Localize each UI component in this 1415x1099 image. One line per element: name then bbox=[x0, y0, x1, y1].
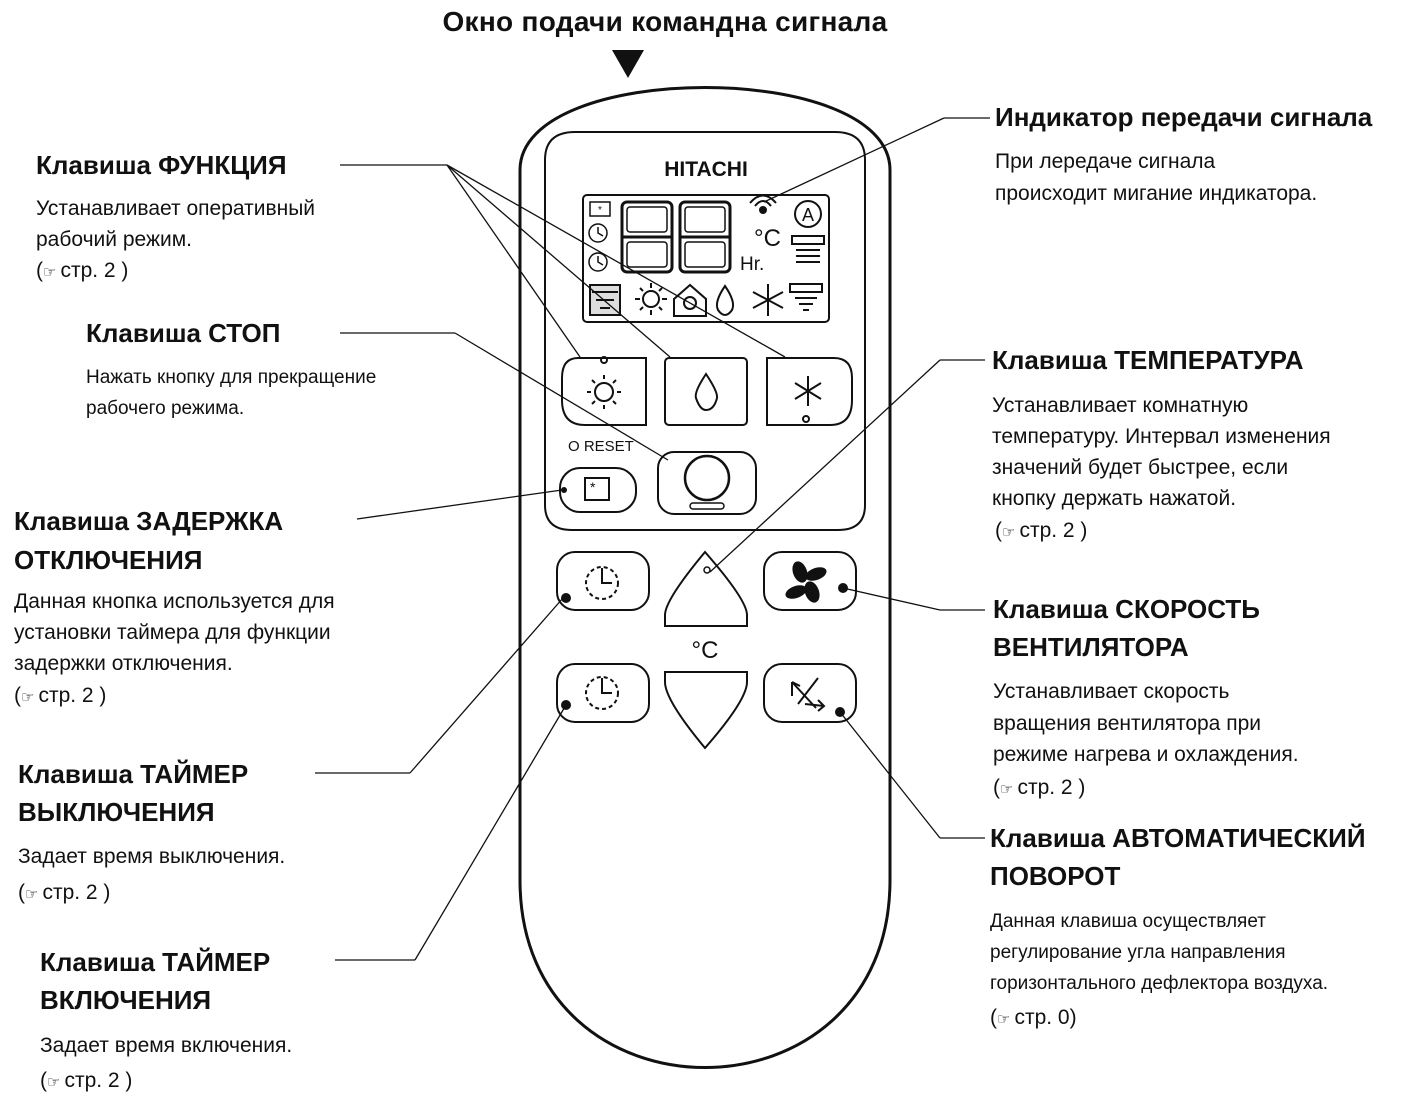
timer-indicator-icon bbox=[588, 223, 608, 243]
reset-label: O RESET bbox=[568, 438, 634, 455]
temperature-key-desc-1: Устанавливает комнатную bbox=[992, 394, 1249, 417]
signal-indicator-title: Индикатор передачи сигнала bbox=[995, 102, 1373, 132]
stop-key-desc-2: рабочего режима. bbox=[86, 398, 245, 419]
swing-key-desc-3: горизонтального дефлектора воздуха. bbox=[990, 973, 1329, 994]
function-key-title: Клавиша ФУНКЦИЯ bbox=[36, 150, 287, 180]
fan-key-desc-1: Устанавливает скорость bbox=[993, 680, 1230, 703]
stop-key-title: Клавиша СТОП bbox=[86, 318, 281, 348]
auto-mode-icon bbox=[794, 200, 822, 228]
swing-icon bbox=[791, 677, 826, 712]
off-timer-key-title-1: Клавиша ТАЙМЕР bbox=[18, 759, 249, 789]
fan-icon bbox=[785, 561, 827, 603]
function-key-ref: (☞стр. 2 ) bbox=[36, 259, 129, 282]
off-timer-key-ref: (☞стр. 2 ) bbox=[18, 881, 111, 904]
pointing-hand-icon: ☞ bbox=[21, 689, 35, 706]
function-key-desc-1: Устанавливает оперативный bbox=[36, 197, 316, 220]
timer-off-icon bbox=[585, 566, 619, 600]
pointing-hand-icon: ☞ bbox=[25, 886, 39, 903]
signal-icon bbox=[749, 194, 777, 214]
pointing-hand-icon: ☞ bbox=[1000, 781, 1014, 798]
sleep-button bbox=[559, 467, 637, 513]
svg-text:A: A bbox=[802, 205, 814, 225]
timer-on-icon bbox=[585, 676, 619, 710]
sleep-key-title-1: Клавиша ЗАДЕРЖКА bbox=[14, 506, 284, 536]
sleep-key-desc-2: установки таймера для функции bbox=[14, 621, 331, 644]
stop-key-desc-1: Нажать кнопку для прекращение bbox=[86, 367, 377, 388]
timer-indicator-icon bbox=[588, 252, 608, 272]
swing-key-desc-2: регулирование угла направления bbox=[990, 942, 1286, 963]
sleep-key-title-2: ОТКЛЮЧЕНИЯ bbox=[14, 545, 203, 575]
temperature-key-title: Клавиша ТЕМПЕРАТУРА bbox=[992, 345, 1304, 375]
temperature-key-ref: (☞стр. 2 ) bbox=[995, 519, 1088, 542]
celsius-unit: °C bbox=[754, 225, 781, 252]
deflector-icon bbox=[791, 235, 825, 263]
sleep-key-desc-3: задержки отключения. bbox=[14, 652, 233, 675]
stop-button bbox=[657, 451, 757, 515]
on-timer-key-desc: Задает время включения. bbox=[40, 1034, 293, 1057]
mode-icons-row bbox=[589, 283, 823, 317]
on-timer-key-ref: (☞стр. 2 ) bbox=[40, 1069, 133, 1092]
signal-indicator-desc-2: происходит мигание индикатора. bbox=[995, 182, 1318, 205]
swing-key-title-1: Клавиша АВТОМАТИЧЕСКИЙ bbox=[990, 823, 1366, 853]
arrow-down-icon bbox=[612, 50, 644, 78]
swing-button bbox=[763, 663, 857, 723]
stop-circle-icon bbox=[683, 454, 731, 502]
function-key-desc-2: рабочий режим. bbox=[36, 228, 193, 251]
signal-indicator-desc-1: При лередаче сигнала bbox=[995, 150, 1216, 173]
svg-text:*: * bbox=[590, 479, 596, 495]
fan-key-desc-2: вращения вентилятора при bbox=[993, 712, 1261, 735]
off-timer-key-desc: Задает время выключения. bbox=[18, 845, 286, 868]
off-timer-key-title-2: ВЫКЛЮЧЕНИЯ bbox=[18, 797, 215, 827]
on-timer-key-title-2: ВКЛЮЧЕНИЯ bbox=[40, 985, 212, 1015]
fan-key-ref: (☞стр. 2 ) bbox=[993, 776, 1086, 799]
swing-key-desc-1: Данная клавиша осуществляет bbox=[990, 911, 1266, 932]
temperature-down-button bbox=[664, 671, 748, 750]
swing-key-title-2: ПОВОРОТ bbox=[990, 861, 1121, 891]
upper-panel bbox=[544, 131, 866, 531]
pointing-hand-icon: ☞ bbox=[1002, 524, 1016, 541]
dry-button bbox=[664, 357, 748, 426]
drop-icon bbox=[694, 372, 719, 412]
svg-text:*: * bbox=[598, 205, 602, 216]
snowflake-icon bbox=[794, 376, 822, 423]
sleep-indicator-icon bbox=[589, 201, 611, 217]
temperature-up-button bbox=[664, 550, 748, 627]
sleep-key-ref: (☞стр. 2 ) bbox=[14, 684, 107, 707]
sleep-key-desc-1: Данная кнопка используется для bbox=[14, 590, 335, 613]
lcd-digits bbox=[620, 200, 732, 274]
on-timer-key-title-1: Клавиша ТАЙМЕР bbox=[40, 947, 271, 977]
brand-logo: HITACHI bbox=[664, 158, 748, 181]
pointing-hand-icon: ☞ bbox=[43, 264, 57, 281]
page-title: Окно подачи командна сигнала bbox=[442, 6, 888, 37]
fan-key-title-1: Клавиша СКОРОСТЬ bbox=[993, 594, 1260, 624]
hours-unit: Hr. bbox=[740, 254, 764, 275]
temperature-key-desc-3: значений будет быстрее, если bbox=[992, 456, 1289, 479]
pointing-hand-icon: ☞ bbox=[47, 1074, 61, 1091]
temperature-key-desc-2: температуру. Интервал изменения bbox=[992, 425, 1331, 448]
remote-body bbox=[518, 86, 892, 1069]
fan-button bbox=[763, 551, 857, 611]
pointing-hand-icon: ☞ bbox=[997, 1011, 1011, 1028]
temperature-key-desc-4: кнопку держать нажатой. bbox=[992, 487, 1237, 510]
sun-icon bbox=[587, 356, 621, 409]
temperature-label: °C bbox=[692, 637, 719, 664]
fan-key-desc-3: режиме нагрева и охлаждения. bbox=[993, 743, 1299, 766]
fan-key-title-2: ВЕНТИЛЯТОРА bbox=[993, 632, 1189, 662]
lcd-screen: * °C Hr. A bbox=[582, 194, 830, 323]
heat-button bbox=[561, 357, 647, 426]
swing-key-ref: (☞стр. 0) bbox=[990, 1006, 1077, 1029]
